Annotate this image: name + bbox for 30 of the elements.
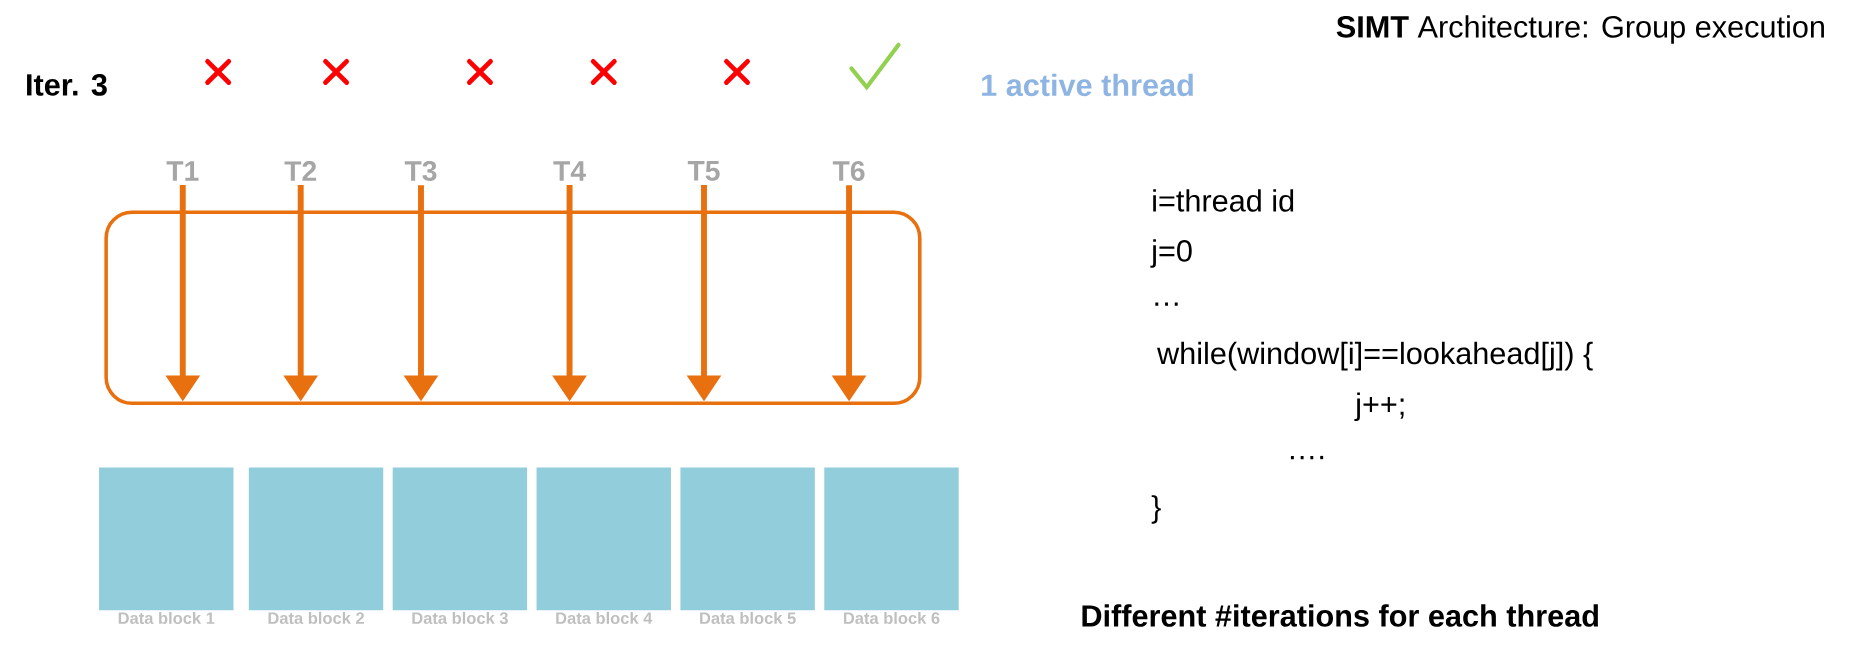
code-line: while(window[i]==lookahead[j]) { bbox=[1157, 341, 1593, 371]
thread-label: T3 bbox=[404, 160, 437, 181]
row-label: Iter. 3 bbox=[27, 73, 107, 96]
data-block: Data block 6 bbox=[824, 467, 959, 624]
thread-label: T4 bbox=[553, 161, 586, 181]
thread-label: T2 bbox=[284, 161, 317, 181]
data-block: Data block 3 bbox=[392, 467, 528, 624]
code-line: j=0 bbox=[1150, 239, 1192, 268]
node-label: Data block 2 bbox=[268, 611, 364, 624]
thread-label: T6 bbox=[832, 160, 865, 181]
node-label: Data block 6 bbox=[843, 611, 940, 624]
note: Different #iterations for each thread bbox=[1082, 604, 1598, 627]
code-line: … bbox=[1155, 302, 1178, 306]
data-block: Data block 1 bbox=[99, 467, 234, 624]
code-line: …. bbox=[1290, 455, 1324, 460]
data-block: Data block 5 bbox=[680, 467, 815, 624]
status-text: 1 active thread bbox=[982, 73, 1193, 97]
thread-label: T1 bbox=[166, 161, 199, 181]
code-line: j++; bbox=[1354, 392, 1404, 421]
node-label: Data block 1 bbox=[118, 611, 215, 624]
node-label: Data block 5 bbox=[700, 611, 796, 624]
node-label: Data block 3 bbox=[412, 611, 508, 624]
thread-label: T5 bbox=[687, 161, 720, 181]
code-line: } bbox=[1151, 495, 1161, 524]
title: SIMT Architecture: Group execution bbox=[1336, 15, 1824, 44]
thread-group-box bbox=[104, 210, 922, 405]
code-line: i=thread id bbox=[1153, 189, 1294, 212]
data-block: Data block 4 bbox=[536, 467, 671, 624]
node-label: Data block 4 bbox=[556, 611, 653, 624]
data-block: Data block 2 bbox=[248, 467, 384, 624]
